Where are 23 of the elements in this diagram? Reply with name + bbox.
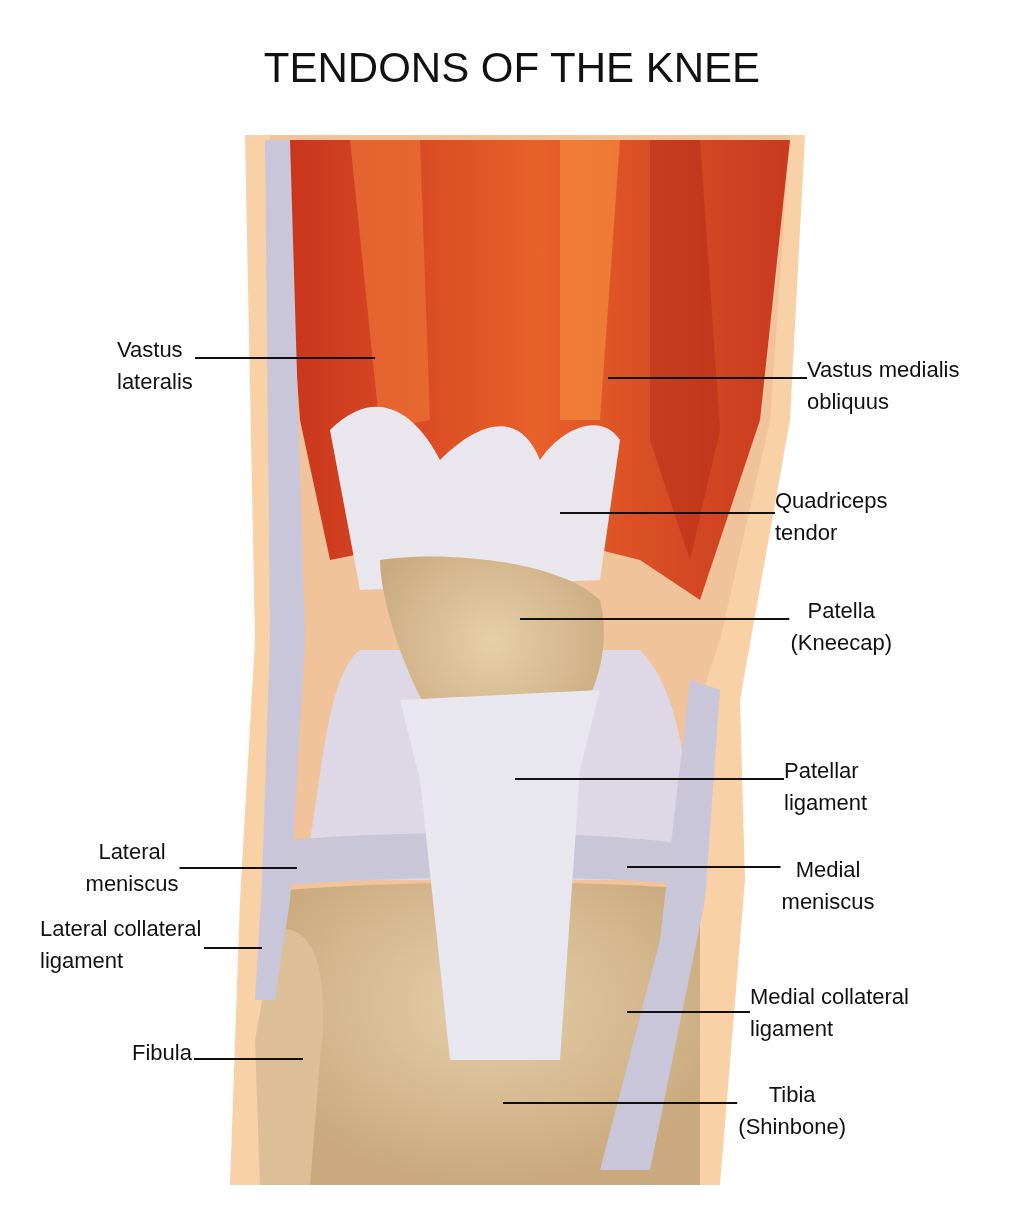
- leader-line: [194, 357, 376, 359]
- leader-line: [607, 377, 808, 379]
- leader-line: [626, 866, 782, 868]
- part-label: Lateral meniscus: [84, 836, 180, 900]
- leader-line: [559, 512, 776, 514]
- leader-line: [502, 1102, 739, 1104]
- leader-line: [626, 1011, 751, 1013]
- part-label: Patellar ligament: [784, 755, 870, 819]
- part-label: Medial meniscus: [780, 854, 876, 918]
- part-label: Vastus lateralis: [117, 334, 195, 398]
- part-label: Vastus medialis obliquus: [807, 354, 962, 418]
- leader-line: [519, 618, 791, 620]
- part-label: Fibula: [132, 1037, 194, 1069]
- leader-line: [203, 947, 263, 949]
- part-label: Medial collateral ligament: [750, 981, 911, 1045]
- part-label: Patella (Kneecap): [789, 595, 894, 659]
- part-label: Tibia (Shinbone): [737, 1079, 848, 1143]
- part-label: Lateral collateral ligament: [40, 913, 204, 977]
- diagram-title: TENDONS OF THE KNEE: [262, 44, 762, 92]
- part-label: Quadriceps tendor: [775, 485, 890, 549]
- leader-line: [514, 778, 785, 780]
- leader-line: [178, 867, 298, 869]
- leader-line: [193, 1058, 304, 1060]
